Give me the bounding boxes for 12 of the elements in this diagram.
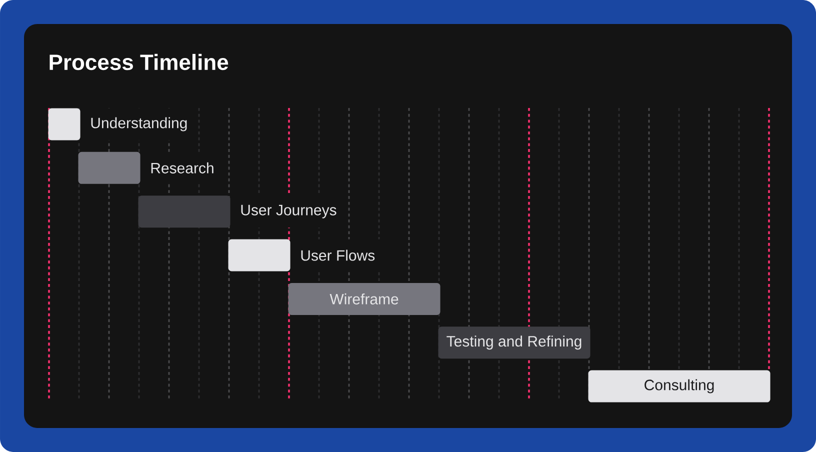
phase-bar xyxy=(48,108,80,140)
phase-label: Research xyxy=(144,152,220,184)
phase-label: Understanding xyxy=(84,108,194,140)
phase-bar: Testing and Refining xyxy=(438,326,590,359)
phase-bar xyxy=(78,152,140,184)
phase-bar: Wireframe xyxy=(288,282,440,315)
phase-label: User Flows xyxy=(294,239,380,272)
phase-bar: Consulting xyxy=(588,370,770,402)
title: Process Timeline xyxy=(50,54,228,70)
phase-bar xyxy=(138,196,230,228)
phase-bar xyxy=(228,239,290,272)
phase-label: User Journeys xyxy=(234,196,342,228)
